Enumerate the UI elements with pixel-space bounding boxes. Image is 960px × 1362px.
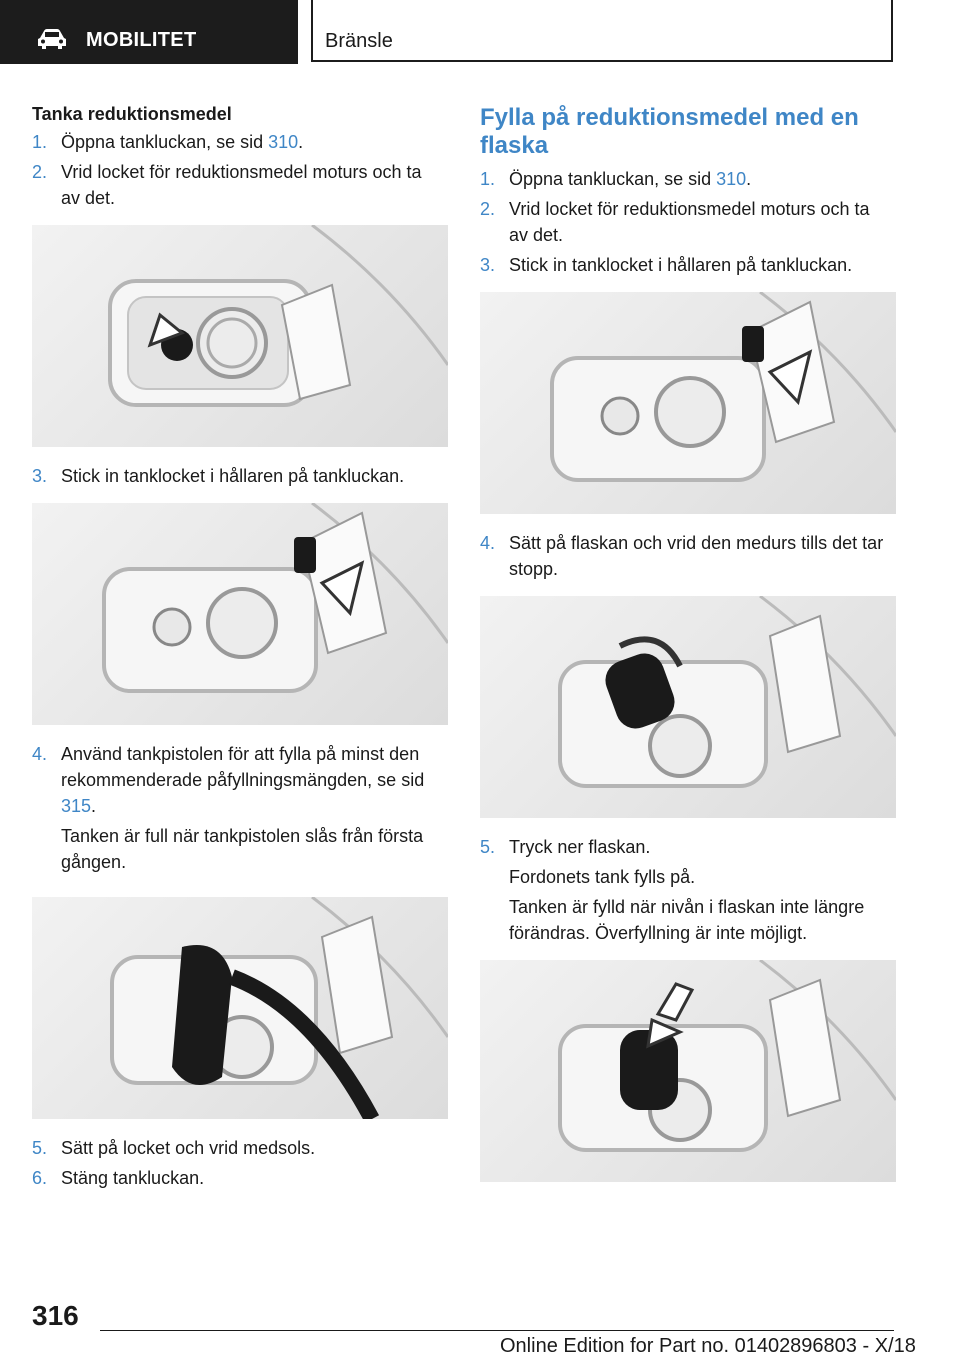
list-item: 4. Sätt på flaskan och vrid den medurs t… [480, 530, 892, 582]
page-number: 316 [32, 1300, 79, 1331]
step-text: Öppna tankluckan, se sid [509, 169, 717, 189]
step-text-end: . [298, 132, 304, 152]
illustration-remove-cap [32, 225, 448, 447]
chapter-title: Bränsle [325, 30, 393, 52]
step-number: 6. [32, 1168, 48, 1188]
step-note: Tanken är fylld när nivån i flaskan inte… [509, 897, 865, 943]
step-number: 1. [32, 132, 48, 152]
illustration-cap-in-holder [32, 503, 448, 725]
header-section-tab: MOBILITET [0, 0, 298, 64]
header-chapter-box: Bränsle [311, 0, 893, 62]
list-item: 2. Vrid locket för reduktionsmedel motur… [32, 159, 444, 211]
step-text: Stick in tanklocket i hållaren på tanklu… [61, 466, 405, 486]
step-number: 2. [32, 162, 48, 182]
page-link[interactable]: 310 [268, 132, 299, 152]
illustration-bottle-twist [480, 596, 896, 818]
list-item: 1. Öppna tankluckan, se sid 310. [480, 166, 892, 192]
list-item: 4. Använd tankpistolen för att fylla på … [32, 741, 444, 819]
step-number: 4. [480, 533, 496, 553]
step-text: Vrid locket för reduktionsmedel moturs o… [509, 199, 870, 245]
list-item: 5. Sätt på locket och vrid medsols. [32, 1135, 444, 1161]
right-heading: Fylla på reduktionsmedel med en flaska [480, 104, 859, 159]
step-number: 5. [480, 837, 496, 857]
left-column: Tanka reduktionsmedel 1. Öppna tanklucka… [32, 104, 448, 1195]
section-title: MOBILITET [86, 29, 197, 51]
list-item: 5. Tryck ner flaskan. [480, 834, 892, 860]
step-text: Tryck ner flaskan. [509, 837, 651, 857]
car-icon [38, 29, 66, 49]
step-text-end: . [91, 796, 97, 816]
step-number: 1. [480, 169, 496, 189]
illustration-cap-in-holder-2 [480, 292, 896, 514]
illustration-fuel-nozzle [32, 897, 448, 1119]
left-heading: Tanka reduktionsmedel [32, 104, 232, 124]
footer-edition: Online Edition for Part no. 01402896803 … [500, 1335, 916, 1357]
step-number: 5. [32, 1138, 48, 1158]
step-text: Öppna tankluckan, se sid [61, 132, 269, 152]
step-text-end: . [746, 169, 752, 189]
page-link[interactable]: 315 [61, 796, 92, 816]
step-number: 3. [32, 466, 48, 486]
step-text: Sätt på flaskan och vrid den medurs till… [509, 533, 884, 579]
step-text: Vrid locket för reduktionsmedel moturs o… [61, 162, 422, 208]
illustration-bottle-press [480, 960, 896, 1182]
list-item: 6. Stäng tankluckan. [32, 1165, 444, 1191]
step-text: Stick in tanklocket i hållaren på tanklu… [509, 255, 853, 275]
step-note: Tanken är full när tankpistolen slås frå… [61, 826, 424, 872]
step-text: Stäng tankluckan. [61, 1168, 205, 1188]
step-number: 4. [32, 744, 48, 764]
step-note: Fordonets tank fylls på. [509, 867, 696, 887]
step-number: 2. [480, 199, 496, 219]
footer-divider [100, 1330, 894, 1331]
list-item: 3. Stick in tanklocket i hållaren på tan… [32, 463, 444, 489]
list-item: 2. Vrid locket för reduktionsmedel motur… [480, 196, 892, 248]
right-column: Fylla på reduktionsmedel med en flaska 1… [480, 104, 896, 1198]
list-item: 1. Öppna tankluckan, se sid 310. [32, 129, 444, 155]
step-text: Använd tankpistolen för att fylla på min… [61, 744, 425, 790]
list-item: 3. Stick in tanklocket i hållaren på tan… [480, 252, 892, 278]
page-link[interactable]: 310 [716, 169, 747, 189]
step-text: Sätt på locket och vrid medsols. [61, 1138, 316, 1158]
step-number: 3. [480, 255, 496, 275]
